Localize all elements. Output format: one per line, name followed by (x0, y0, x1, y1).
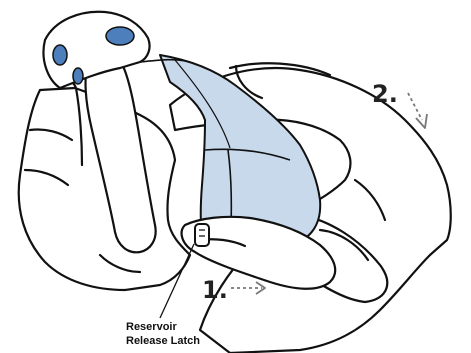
device-button-side (53, 45, 67, 65)
callout-line-2: Release Latch (126, 335, 200, 347)
step-2-arrow (408, 93, 427, 128)
device-button-top (106, 27, 134, 45)
release-latch (195, 224, 209, 246)
left-hand (19, 55, 190, 290)
callout-line-1: Reservoir (126, 321, 177, 333)
step-1-label: 1. (202, 276, 228, 304)
step-2-label: 2. (372, 80, 398, 108)
device-button-lower (73, 68, 83, 84)
